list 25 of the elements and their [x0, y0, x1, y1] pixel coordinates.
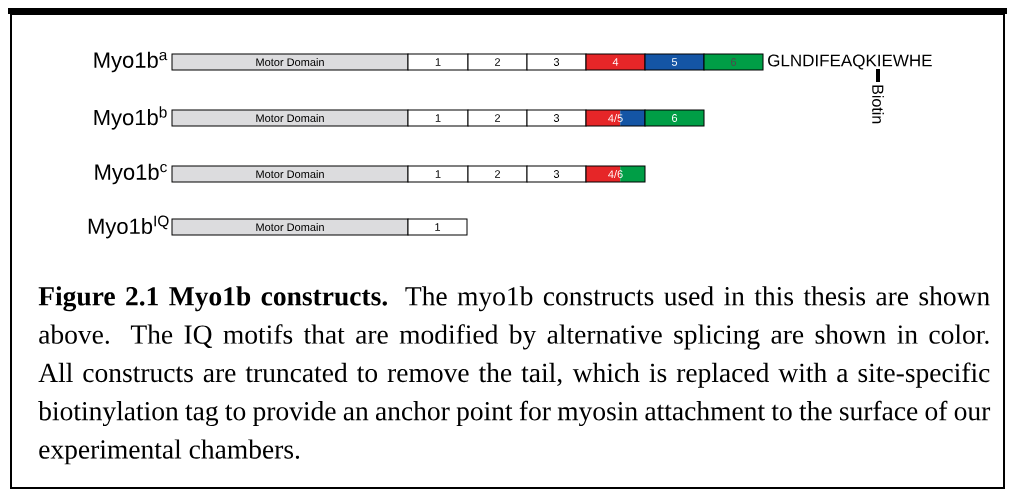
iq-motif-box: 3: [526, 53, 587, 71]
motor-domain-box: Motor Domain: [171, 218, 409, 236]
iq-motif-box: 4: [585, 53, 646, 71]
construct-label: Myo1b$^{a}$: [94, 51, 168, 73]
caption: Figure 2.1 Myo1b constructs. The myo1b constructs used in this thesis are shown above. The IQ motifs that are modified by alternative splicing are shown in color. All constructs are truncated to remove the tail, which is replaced with a site-specific biotinylation tag to provide an anchor point for myosin attachment to the surface of our experimental chambers.: [38, 286, 991, 465]
iq-motif-box: 2: [467, 165, 528, 183]
biotin-label: Biotin: [872, 85, 884, 124]
iq-motif-box: 3: [526, 165, 587, 183]
peptide-sequence: GLNDIFEAQKIEWHE: [768, 54, 932, 70]
iq-motif-box: 3: [526, 109, 587, 127]
construct-label: Myo1b$^{c}$: [95, 163, 167, 185]
iq-motif-box: 6: [703, 53, 764, 71]
construct-label: Myo1b$^{b}$: [94, 106, 167, 130]
iq-motif-box: 6: [644, 109, 705, 127]
iq-motif-box: 2: [467, 109, 528, 127]
iq-motif-box: 1: [407, 53, 469, 71]
motor-domain-box: Motor Domain: [171, 53, 409, 71]
motor-domain-box: Motor Domain: [171, 109, 409, 127]
iq-motif-box: 1: [407, 165, 469, 183]
iq-motif-box: 1: [407, 218, 468, 236]
iq-motif-box: 1: [407, 109, 469, 127]
iq-motif-box: 5: [644, 53, 705, 71]
motor-domain-box: Motor Domain: [171, 165, 409, 183]
iq-motif-box: 2: [467, 53, 528, 71]
construct-label: Myo1b$^{IQ}$: [88, 215, 169, 239]
